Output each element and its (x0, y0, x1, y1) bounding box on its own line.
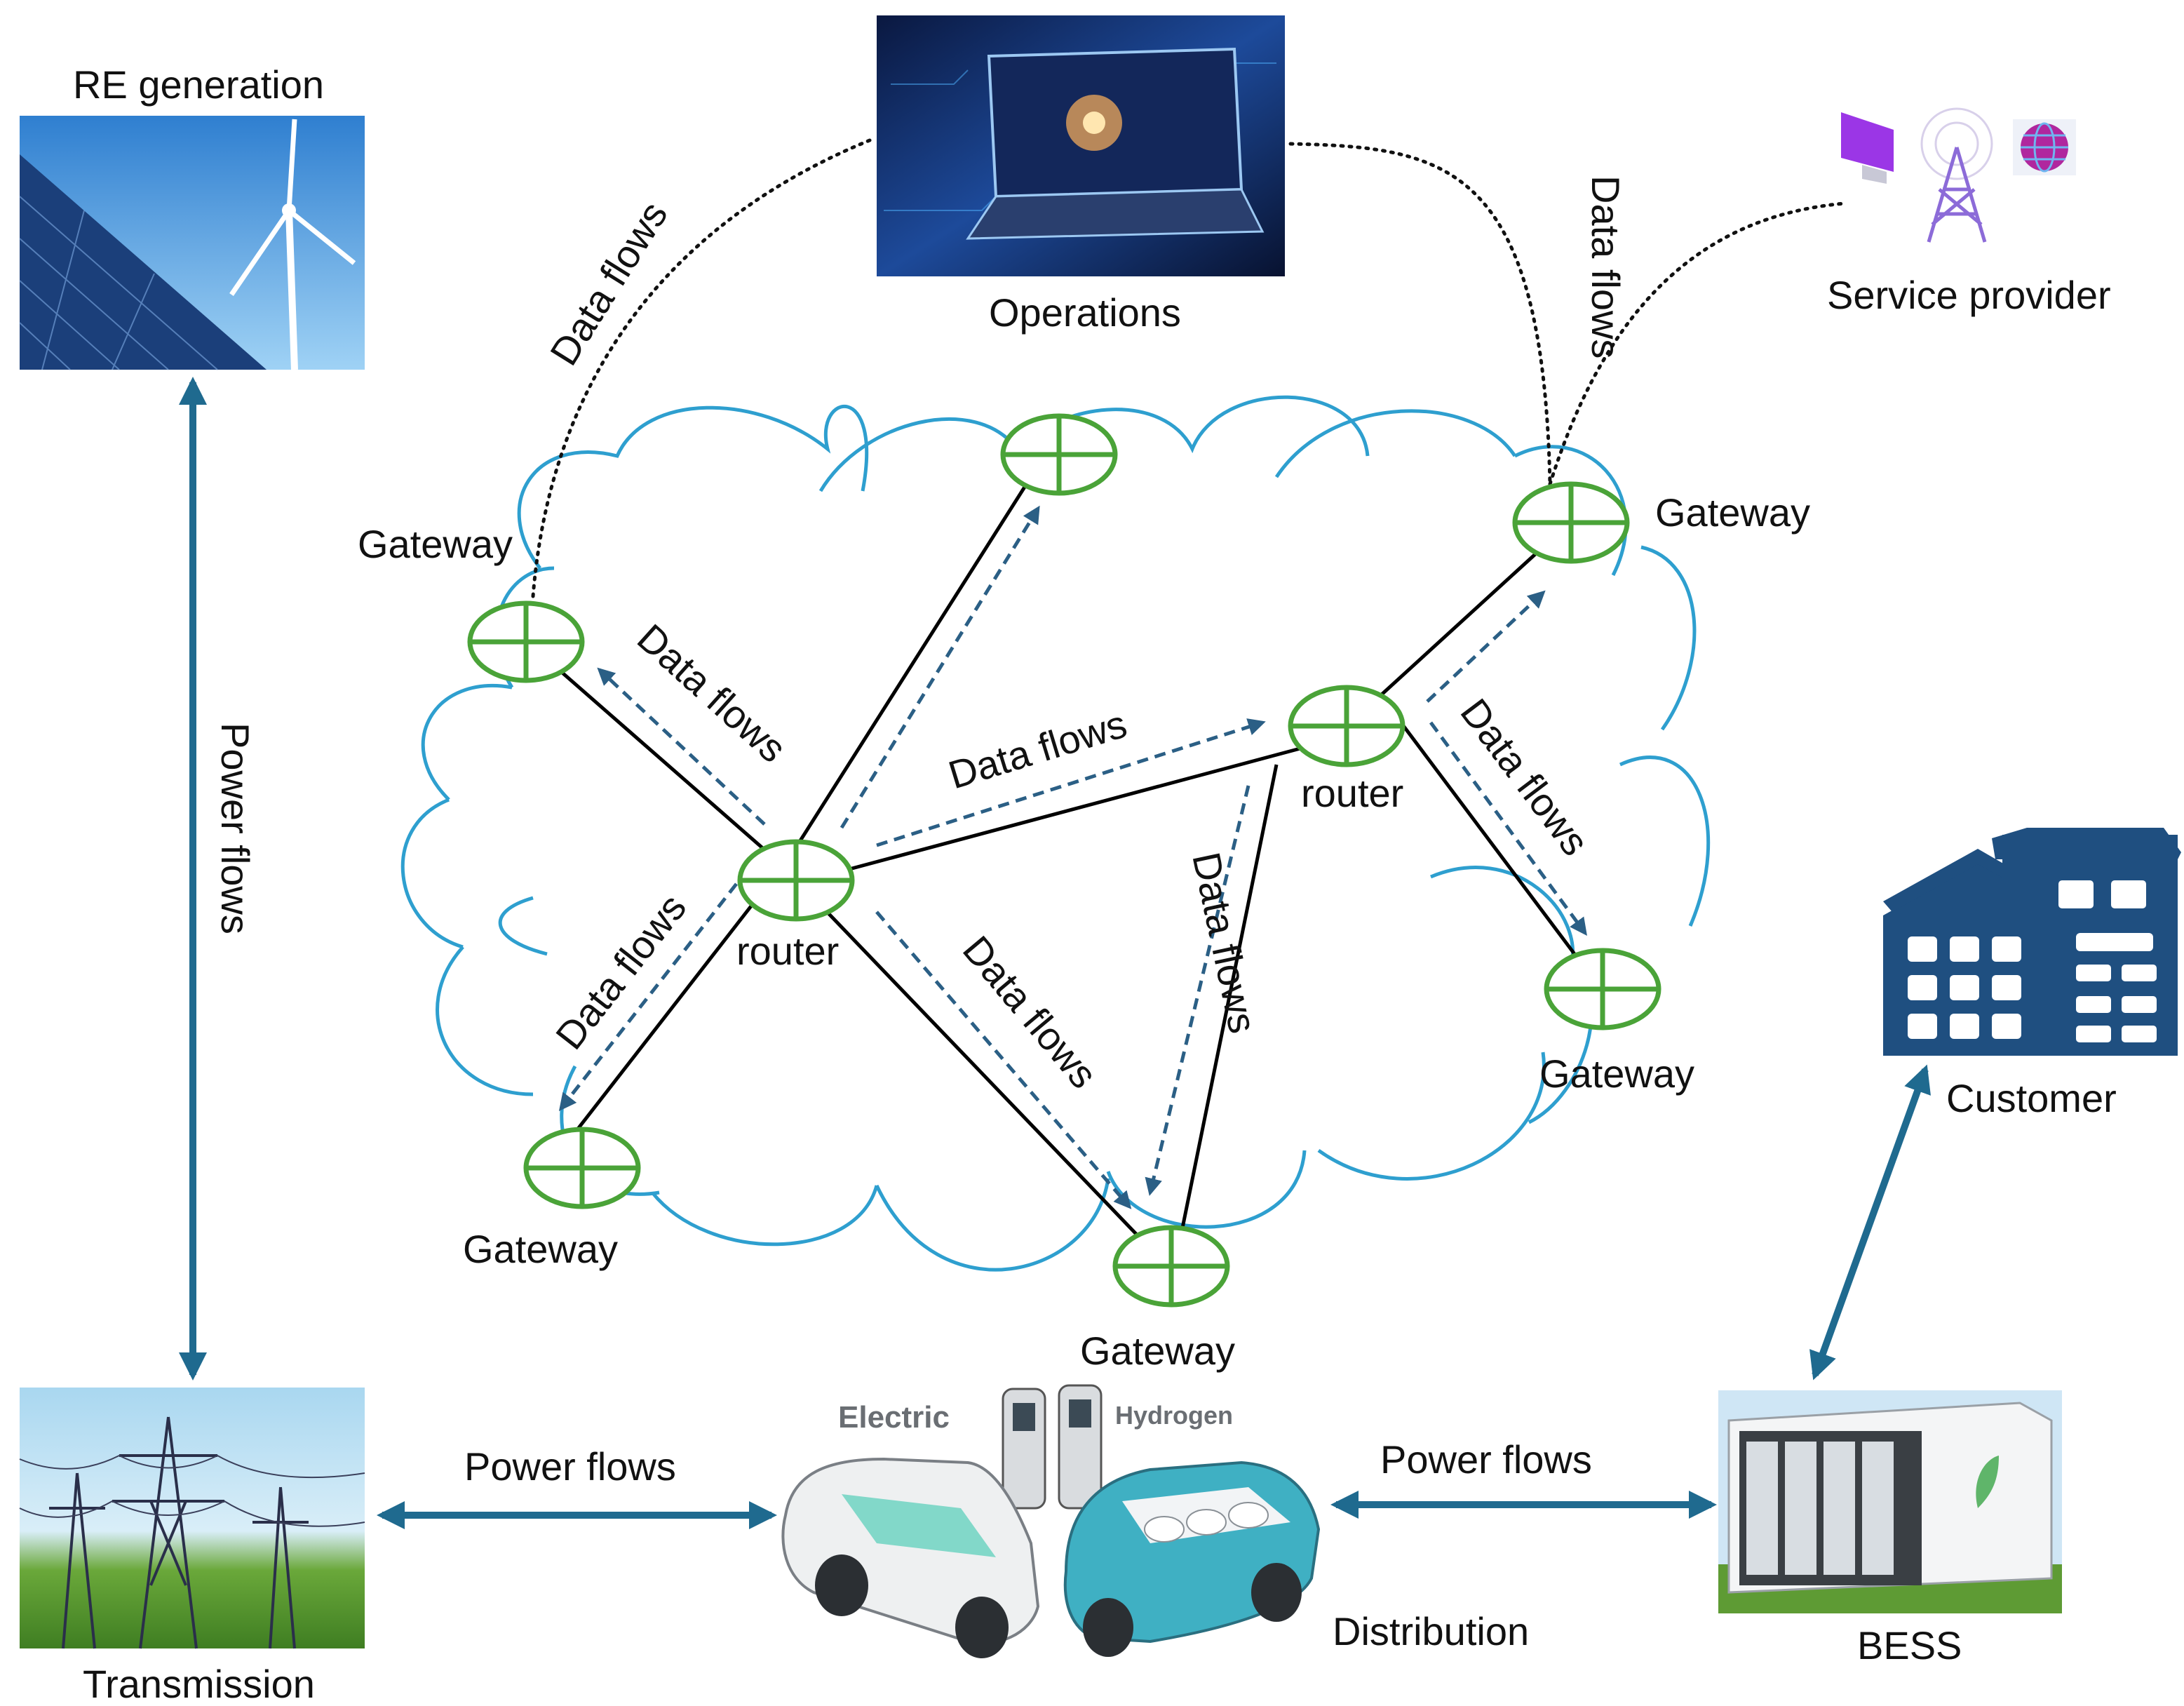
bess-label: BESS (1857, 1623, 1962, 1667)
hydrogen-car-icon (1063, 1460, 1321, 1657)
vehicles-image (781, 1384, 1321, 1658)
re-generation-image (19, 116, 365, 370)
gateway-label-bottom-right: Gateway (1539, 1052, 1694, 1096)
data-flow-label-6: Data flows (1452, 690, 1598, 864)
re-generation-label: RE generation (73, 62, 324, 107)
gateway-label-right: Gateway (1655, 490, 1810, 535)
operations-label: Operations (989, 290, 1181, 335)
network-links (546, 476, 1586, 1250)
router-label-center: router (736, 929, 839, 973)
electric-label: Electric (838, 1400, 950, 1435)
service-provider-label: Service provider (1827, 273, 2111, 317)
dotted-data-links (531, 138, 1847, 598)
power-flow-label-left: Power flows (464, 1444, 676, 1489)
gateway-node-bottom (1112, 1225, 1230, 1308)
globe-icon (2013, 119, 2076, 175)
service-provider-icons (1841, 107, 2076, 243)
data-flow-label-7: Data flows (541, 194, 676, 372)
network-nodes (467, 413, 1661, 1308)
customer-label: Customer (1946, 1076, 2117, 1120)
gateway-label-bottom-left: Gateway (463, 1227, 618, 1271)
gateway-node-left (467, 600, 585, 683)
bess-image (1718, 1390, 2062, 1613)
gateway-node-bottom-right (1544, 948, 1661, 1030)
power-flow-label-right: Power flows (1380, 1437, 1592, 1482)
electric-car-icon (781, 1457, 1040, 1658)
router-label-right: router (1301, 771, 1403, 815)
data-flow-label-2: Data flows (943, 701, 1131, 798)
power-flow-label-vertical: Power flows (213, 723, 257, 934)
data-flow-label-1: Data flows (629, 615, 795, 771)
charging-stations-icon (1002, 1384, 1103, 1510)
gateway-label-bottom: Gateway (1080, 1329, 1235, 1373)
gateway-node-top (1000, 413, 1118, 496)
transmission-image (19, 1388, 365, 1649)
router-node-right (1288, 685, 1406, 767)
operations-image (877, 15, 1285, 276)
distribution-label: Distribution (1333, 1609, 1529, 1653)
gateway-label-left: Gateway (358, 522, 513, 566)
monitor-icon (1841, 112, 1894, 184)
data-flow-label-8: Data flows (1584, 175, 1628, 358)
antenna-tower-icon (1920, 107, 1993, 243)
data-flow-arrows (558, 505, 1587, 1209)
customer-buildings-icon (1883, 828, 2181, 1056)
hydrogen-label: Hydrogen (1115, 1401, 1233, 1430)
router-node-center (737, 839, 855, 922)
data-flow-label-4: Data flows (955, 927, 1106, 1096)
gateway-node-bottom-left (523, 1127, 641, 1209)
power-flow-arrows (179, 377, 1931, 1529)
transmission-label: Transmission (83, 1662, 315, 1706)
gateway-node-right (1512, 481, 1630, 564)
